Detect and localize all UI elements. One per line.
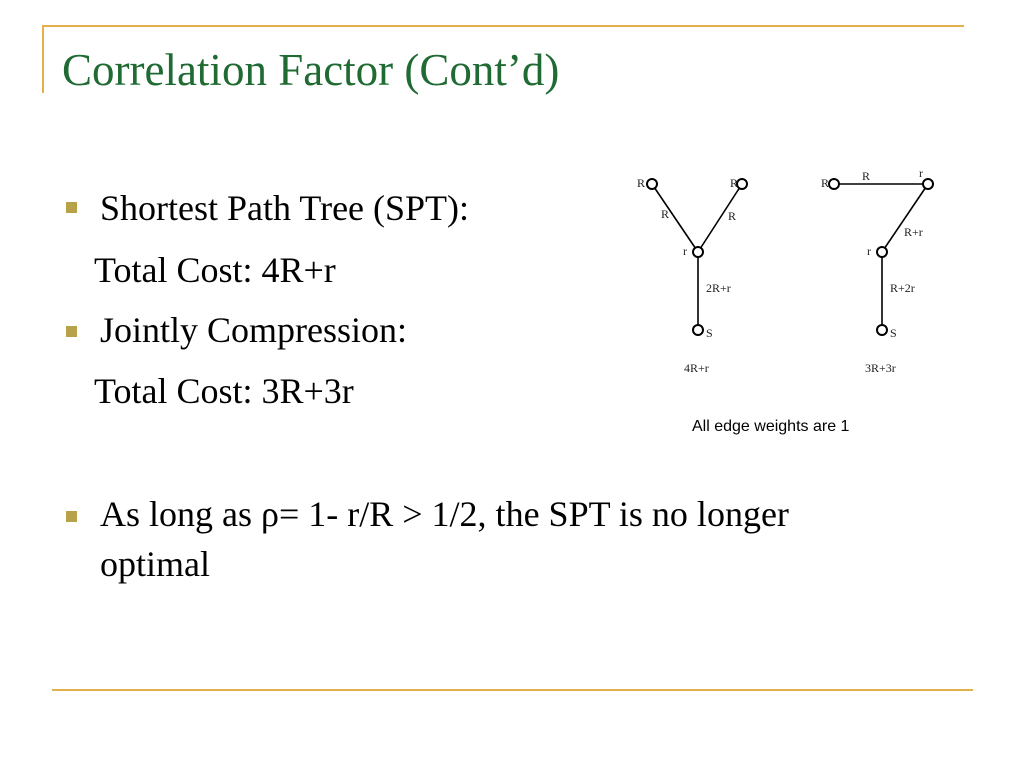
spt-node-r1 <box>646 178 658 190</box>
joint-total-cost: Total Cost: 3R+3r <box>94 371 354 411</box>
bullet-marker-3 <box>66 511 77 522</box>
joint-node-label-r2: r <box>919 166 923 180</box>
joint-cost-label: 3R+3r <box>865 361 896 375</box>
bullet-joint-compression: Jointly Compression: <box>100 310 408 350</box>
spt-edge-left <box>651 183 699 253</box>
joint-edge-diagonal <box>881 183 929 253</box>
spt-node-label-r1: R <box>637 176 645 190</box>
spt-node-label-relay: r <box>683 244 687 258</box>
bullet-condition-line2: optimal <box>100 544 210 584</box>
spt-edge-label-sink: 2R+r <box>706 281 731 295</box>
slide-title: Correlation Factor (Cont’d) <box>62 45 560 95</box>
spt-node-sink <box>692 324 704 336</box>
joint-node-r1 <box>828 178 840 190</box>
bullet-condition-line1: As long as ρ= 1- r/R > 1/2, the SPT is n… <box>100 494 789 534</box>
frame-left-line <box>42 25 44 93</box>
joint-node-r2 <box>922 178 934 190</box>
joint-node-label-r1: R <box>821 176 829 190</box>
spt-cost-label: 4R+r <box>684 361 709 375</box>
spt-edge-label-left: R <box>661 207 669 221</box>
joint-edge-label-diagonal: R+r <box>904 225 923 239</box>
spt-tree: R R r S R R 2R+r 4R+r <box>637 176 748 375</box>
joint-node-relay <box>876 246 888 258</box>
spt-node-label-r2: R <box>730 176 738 190</box>
spt-edge-right <box>697 183 743 253</box>
spt-node-r2 <box>736 178 748 190</box>
bullet-spt: Shortest Path Tree (SPT): <box>100 188 470 228</box>
spt-total-cost: Total Cost: 4R+r <box>94 250 336 290</box>
joint-node-sink <box>876 324 888 336</box>
spt-node-label-sink: S <box>706 326 713 340</box>
frame-bottom-line <box>52 689 973 691</box>
tree-diagram: R R r S R R 2R+r 4R+r R r r S R R+r R+2r… <box>637 166 934 375</box>
joint-edge-label-top: R <box>862 169 870 183</box>
joint-node-label-sink: S <box>890 326 897 340</box>
joint-edge-label-sink: R+2r <box>890 281 915 295</box>
bullet-marker-2 <box>66 326 77 337</box>
joint-tree: R r r S R R+r R+2r 3R+3r <box>821 166 934 375</box>
bullet-marker-1 <box>66 202 77 213</box>
spt-node-relay <box>692 246 704 258</box>
joint-node-label-relay: r <box>867 244 871 258</box>
frame-top-line <box>42 25 964 27</box>
diagram-caption: All edge weights are 1 <box>692 418 850 435</box>
spt-edge-label-right: R <box>728 209 736 223</box>
